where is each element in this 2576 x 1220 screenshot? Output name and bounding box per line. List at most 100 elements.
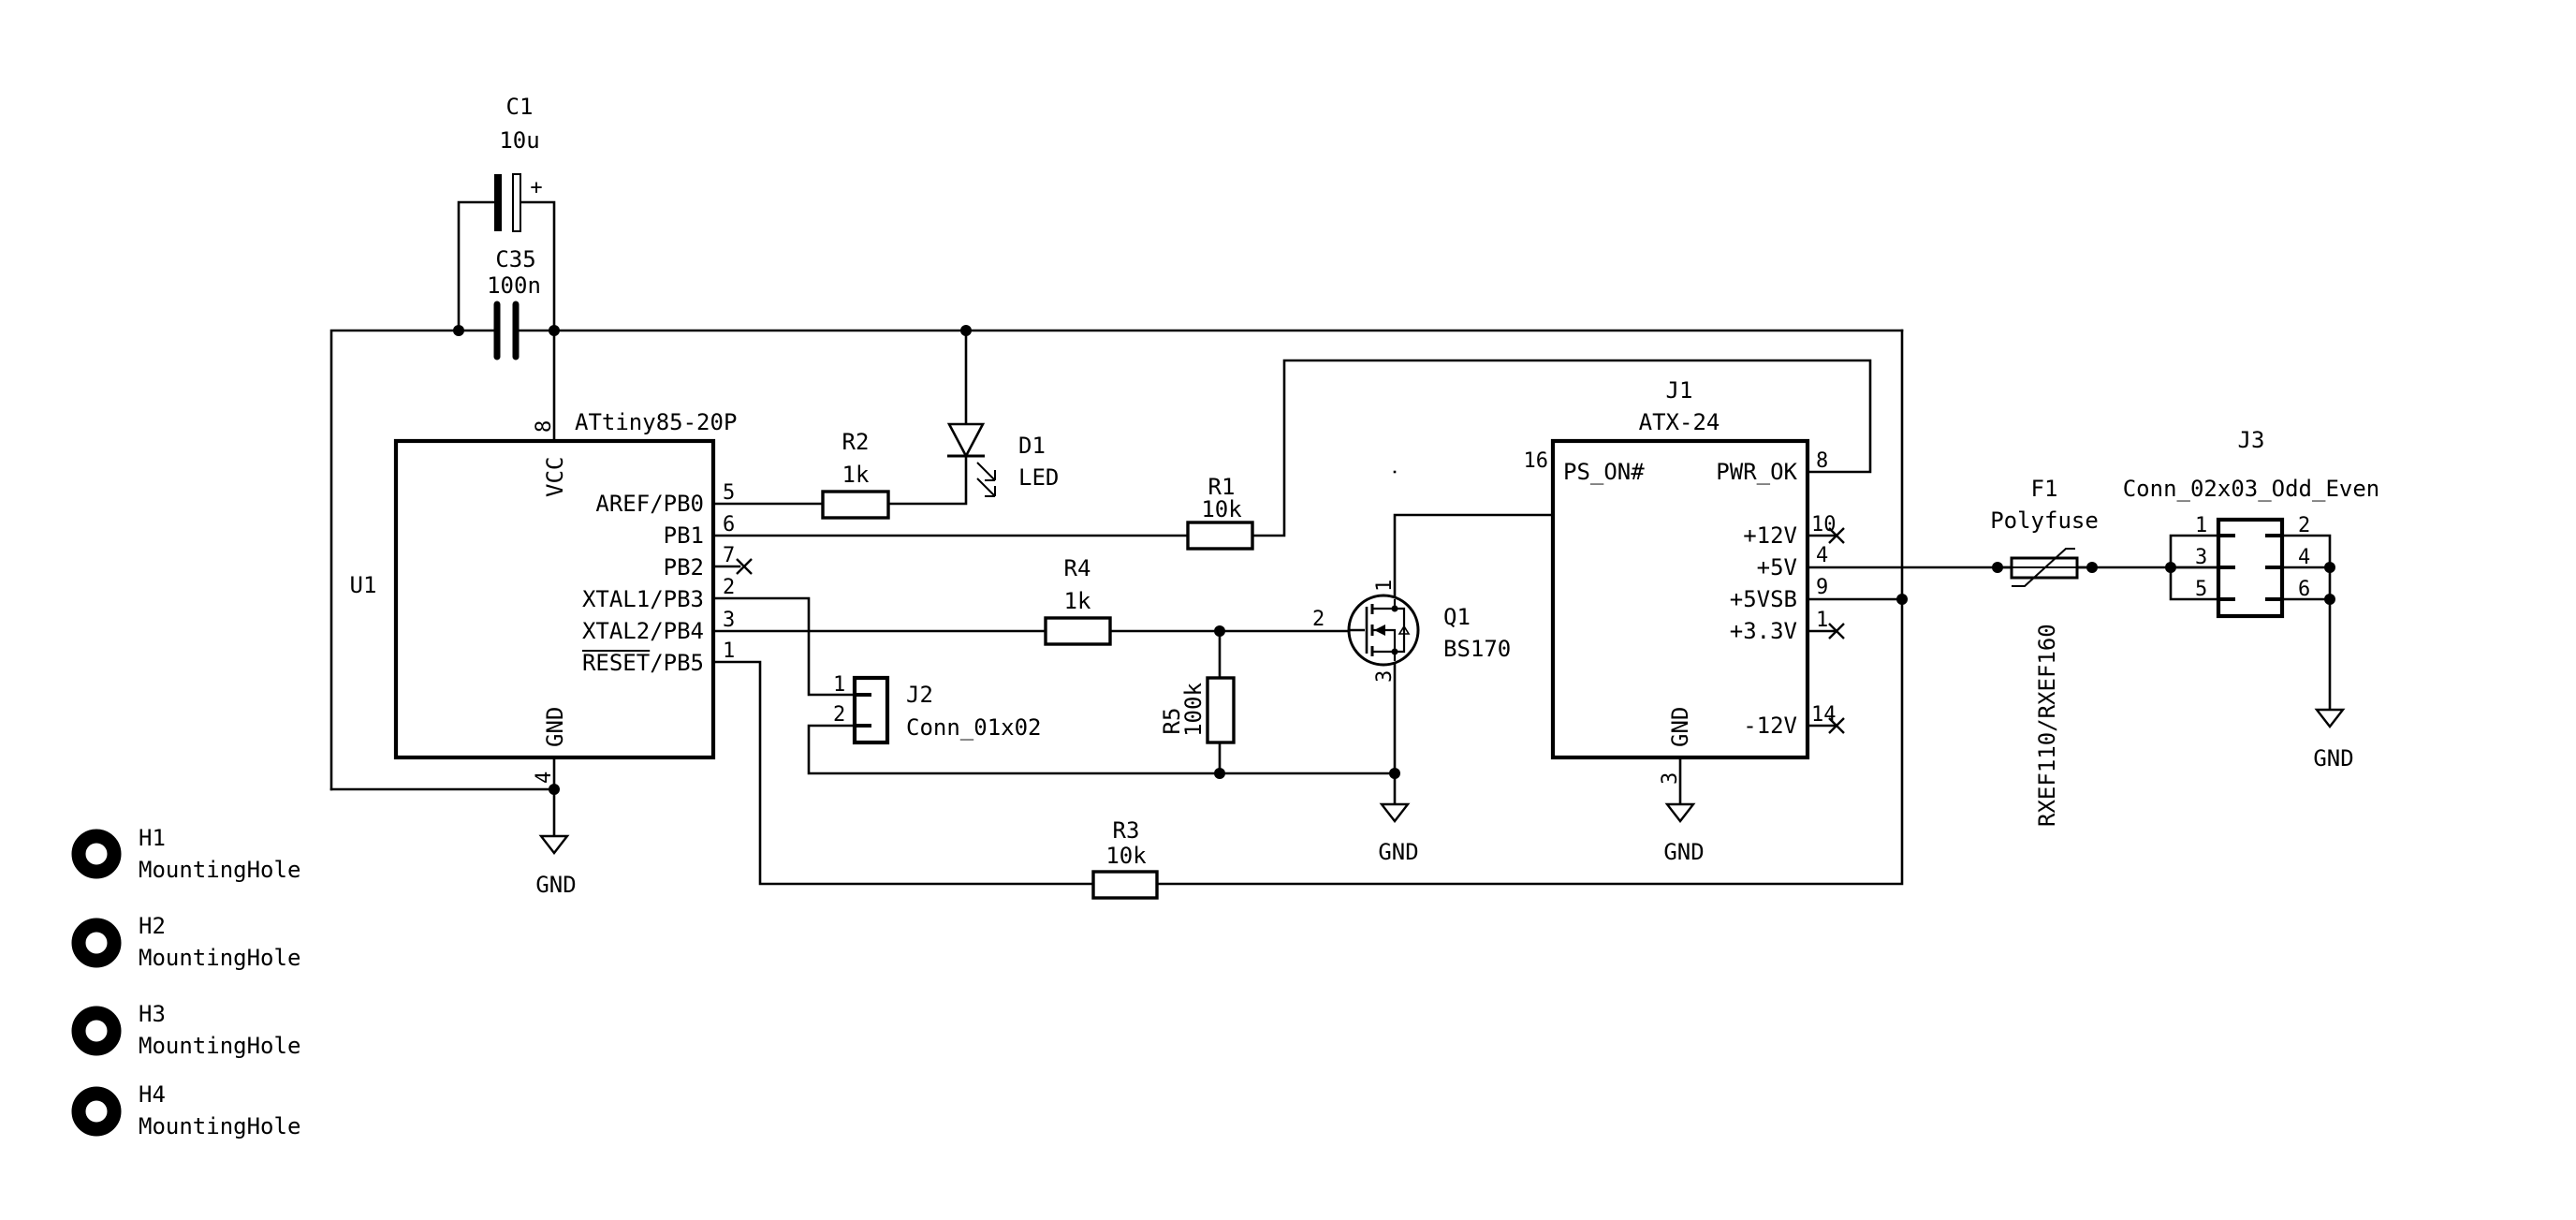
r5-body (1206, 676, 1236, 744)
j1-pin10-num: 10 (1811, 513, 1837, 537)
fuse-f1[interactable]: F1 Polyfuse RXEF110/RXEF160 (1990, 476, 2099, 827)
h1-value: MountingHole (139, 857, 300, 883)
r1-body (1186, 521, 1254, 551)
no-connect-icon (736, 558, 753, 575)
j1-pin-pwr-ok-name: PWR_OK (1716, 459, 1797, 485)
ground-icon (1664, 802, 1696, 823)
wire-c1-right (519, 200, 556, 332)
j2-body (852, 675, 890, 745)
u1-pin6-num: 6 (723, 513, 735, 537)
junction-dot (1389, 768, 1400, 779)
resistor-r2[interactable]: R2 1k (821, 429, 890, 520)
q1-pin-d-num: 1 (1373, 580, 1397, 592)
j3-pin6-num: 6 (2298, 578, 2310, 601)
ic-u1[interactable]: U1 ATtiny85-20P 8 VCC 4 GND AREF/PB0 5 P… (350, 409, 738, 784)
d1-value: LED (1018, 464, 1059, 491)
wire-pb3 (711, 596, 868, 697)
r3-body (1091, 870, 1159, 900)
junction-dot (2165, 562, 2176, 573)
q1-arrow-icon (1374, 625, 1385, 636)
junctions (453, 325, 2335, 795)
c1-ref: C1 (506, 94, 534, 120)
j1-pin8-num: 8 (1816, 449, 1828, 473)
resistor-r1[interactable]: R1 10k (1186, 474, 1254, 551)
connector-j2[interactable]: 1 2 J2 Conn_01x02 (833, 673, 1042, 745)
gnd-label: GND (1378, 839, 1418, 865)
resistor-r4[interactable]: R4 1k (1044, 555, 1112, 646)
r1-ref: R1 (1208, 474, 1236, 500)
d1-triangle (946, 422, 986, 459)
resistor-r3[interactable]: R3 10k (1091, 817, 1159, 900)
r5-value: 100k (1180, 683, 1207, 737)
u1-pin-pb1-name: PB1 (664, 522, 704, 549)
mounting-hole-icon (71, 1086, 122, 1137)
u1-pin7-num: 7 (723, 544, 735, 567)
r2-body (821, 490, 890, 520)
ground-icon (538, 834, 570, 855)
u1-pin1-num: 1 (723, 639, 735, 663)
q1-ref: Q1 (1443, 604, 1471, 630)
capacitor-c1[interactable]: C1 10u + (494, 94, 543, 232)
no-connect-markers (736, 527, 1845, 734)
c1-plate-negative (494, 174, 502, 231)
ground-icon (2314, 708, 2346, 728)
j1-pin3-num: 3 (1659, 772, 1682, 785)
mounting-hole-h1[interactable]: H1 MountingHole (71, 825, 300, 883)
mounting-hole-icon (71, 829, 122, 879)
mounting-hole-h3[interactable]: H3 MountingHole (71, 1001, 300, 1059)
j1-pin-12v-name: +12V (1743, 522, 1797, 549)
junction-dot (453, 325, 464, 336)
gnd-symbol-q1: GND (1378, 802, 1419, 865)
resistor-r5[interactable]: R5 100k (1159, 676, 1236, 744)
connector-j1-atx[interactable]: J1 ATX-24 PS_ON# 16 PWR_OK 8 +12V 10 +5V… (1524, 377, 1837, 785)
junction-dot (549, 325, 560, 336)
r2-value: 1k (842, 462, 870, 488)
u1-pin-pb4-name: XTAL2/PB4 (582, 618, 704, 644)
u1-pin-pb5-rest: /PB5 (650, 650, 704, 676)
wires (329, 200, 2332, 886)
h4-ref: H4 (139, 1081, 166, 1108)
mounting-hole-icon (71, 918, 122, 968)
j2-pin1-num: 1 (833, 673, 845, 697)
wire-r3-right (1155, 329, 1904, 886)
f1-ptc-slash-icon (2012, 548, 2075, 587)
junction-dot (2324, 594, 2335, 605)
q1-pin-s-num: 3 (1373, 670, 1397, 683)
u1-pin5-num: 5 (723, 481, 735, 505)
u1-pin-pb5-name: RESET/PB5 (582, 650, 704, 676)
led-d1[interactable]: D1 LED (946, 422, 1059, 497)
j3-pin4-num: 4 (2298, 546, 2310, 569)
j2-ref: J2 (906, 682, 933, 708)
light-emission-icon (976, 462, 996, 497)
r3-ref: R3 (1113, 817, 1140, 844)
u1-pin-gnd-name: GND (542, 707, 568, 747)
no-connect-icon (1828, 717, 1845, 734)
mounting-hole-icon (71, 1006, 122, 1056)
gnd-symbol-j1: GND (1663, 802, 1705, 865)
j3-pin2-num: 2 (2298, 514, 2310, 537)
junction-dot (1214, 625, 1225, 637)
capacitor-c35[interactable]: C35 100n (487, 246, 541, 360)
j1-pin-gnd-name: GND (1667, 707, 1693, 747)
d1-ref: D1 (1018, 433, 1046, 459)
wire-c1-left (457, 200, 496, 332)
wire-q1-drain (1393, 513, 1555, 601)
u1-value: ATtiny85-20P (575, 409, 737, 435)
mounting-hole-h2[interactable]: H2 MountingHole (71, 913, 300, 971)
mounting-hole-h4[interactable]: H4 MountingHole (71, 1081, 300, 1139)
r1-value: 10k (1201, 496, 1242, 522)
u1-pin-pb0-name: AREF/PB0 (595, 491, 704, 517)
u1-pin-pb2-name: PB2 (664, 554, 704, 581)
j3-pin3-num: 3 (2195, 546, 2207, 569)
h2-value: MountingHole (139, 945, 300, 971)
u1-pin-pb3-name: XTAL1/PB3 (582, 586, 704, 612)
c1-value: 10u (499, 127, 539, 154)
no-connect-icon (1828, 623, 1845, 639)
r3-value: 10k (1105, 843, 1147, 869)
connector-j3[interactable]: J3 Conn_02x03_Odd_Even 1 2 3 4 5 6 (2123, 427, 2380, 619)
mosfet-q1[interactable]: 1 2 3 Q1 BS170 (1312, 580, 1511, 683)
wire-vcc-rail (329, 329, 495, 791)
ground-icon (1379, 802, 1411, 823)
h3-ref: H3 (139, 1001, 166, 1027)
j3-value: Conn_02x03_Odd_Even (2123, 476, 2380, 502)
